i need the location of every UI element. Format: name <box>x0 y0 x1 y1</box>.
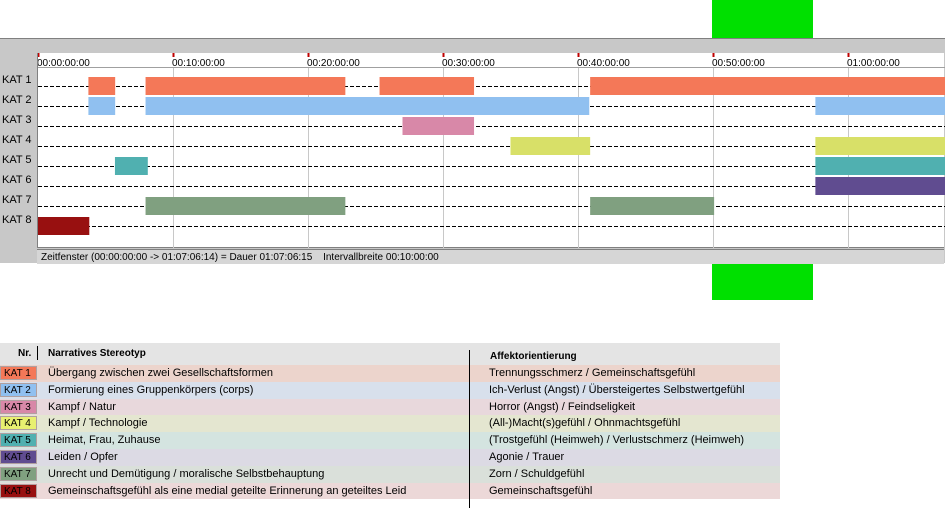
segment-kat-2 <box>815 97 945 115</box>
legend-affect: Trennungsschmerz / Gemeinschaftsgefühl <box>489 367 696 379</box>
legend-header-separator <box>37 346 38 360</box>
legend-narrative: Übergang zwischen zwei Gesellschaftsform… <box>48 367 273 379</box>
legend-badge: KAT 4 <box>0 416 37 431</box>
legend-header-affect: Affektorientierung <box>490 351 577 362</box>
legend-rows: KAT 1 Übergang zwischen zwei Gesellschaft… <box>0 365 780 500</box>
tick-label: 00:30:00:00 <box>442 58 495 69</box>
legend-affect: (Trostgefühl (Heimweh) / Verlustschmerz … <box>489 434 745 447</box>
legend-narrative: Leiden / Opfer <box>48 450 118 463</box>
legend-header-narrative: Narratives Stereotyp <box>48 348 146 359</box>
status-interval: Intervallbreite 00:10:00:00 <box>323 252 439 263</box>
legend-narrative: Kampf / Natur <box>48 400 116 413</box>
segment-kat-1 <box>88 77 116 95</box>
legend-row: KAT 3 Kampf / Natur Horror (Angst) / Feind… <box>0 398 780 416</box>
status-window: Zeitfenster (00:00:00:00 -> 01:07:06:14)… <box>41 252 313 263</box>
segment-kat-7 <box>590 197 715 215</box>
segment-kat-7 <box>145 197 346 215</box>
segment-kat-5 <box>815 157 945 175</box>
segment-kat-2 <box>88 97 116 115</box>
row-label-kat-4: KAT 4 <box>2 134 32 146</box>
legend-narrative: Gemeinschaftsgefühl als eine medial gete… <box>48 484 407 497</box>
legend-badge: KAT 1 <box>0 366 37 380</box>
legend-badge: KAT 5 <box>0 433 37 448</box>
legend-row: KAT 1 Übergang zwischen zwei Gesellschaft… <box>0 365 780 382</box>
row-label-kat-3: KAT 3 <box>2 114 32 126</box>
legend-badge: KAT 6 <box>0 449 37 464</box>
legend-narrative: Kampf / Technologie <box>48 417 148 430</box>
segment-kat-1 <box>590 77 945 95</box>
segment-kat-1 <box>145 77 346 95</box>
row-label-kat-7: KAT 7 <box>2 194 32 206</box>
legend-header-nr: Nr. <box>18 348 32 359</box>
timeline-svg: 00:00:00:00 00:10:00:00 00:20:00:00 00:30:0… <box>38 53 945 248</box>
legend-badge: KAT 2 <box>0 382 37 397</box>
legend-badge: KAT 8 <box>0 483 37 498</box>
segment-kat-5 <box>114 157 148 175</box>
legend-row: KAT 4 Kampf / Technologie (All-)Macht(s)ge… <box>0 415 780 433</box>
legend-narrative: Unrecht und Demütigung / moralische Selb… <box>48 467 325 480</box>
legend-affect: (All-)Macht(s)gefühl / Ohnmachtsgefühl <box>489 417 681 430</box>
segment-kat-8 <box>38 217 90 235</box>
legend-affect: Ich-Verlust (Angst) / Übersteigertes Sel… <box>489 383 745 396</box>
tick-label: 00:50:00:00 <box>712 58 765 69</box>
legend-row: KAT 2 Formierung eines Gruppenkörpers (co… <box>0 381 780 399</box>
segment-kat-4 <box>510 137 591 155</box>
legend-affect: Gemeinschaftsgefühl <box>489 484 593 497</box>
tick-label: 01:00:00:00 <box>847 58 900 69</box>
tick-label: 00:00:00:00 <box>38 58 90 69</box>
row-label-kat-1: KAT 1 <box>2 74 32 86</box>
segment-kat-2 <box>145 97 590 115</box>
segment-kat-4 <box>815 137 945 155</box>
row-label-kat-2: KAT 2 <box>2 94 32 106</box>
timeline-plot-area[interactable]: 00:00:00:00 00:10:00:00 00:20:00:00 00:30:0… <box>37 53 945 248</box>
legend-row: KAT 8 Gemeinschaftsgefühl als eine medial… <box>0 482 780 500</box>
legend-affect: Zorn / Schuldgefühl <box>489 467 585 480</box>
tick-label: 00:20:00:00 <box>307 58 360 69</box>
legend-badge: KAT 7 <box>0 466 37 481</box>
row-label-kat-6: KAT 6 <box>2 174 32 186</box>
legend-row: KAT 7 Unrecht und Demütigung / moralische… <box>0 465 780 483</box>
segment-kat-1 <box>379 77 475 95</box>
legend-row: KAT 5 Heimat, Frau, Zuhause (Trostgefühl (… <box>0 432 780 449</box>
legend-affect: Agonie / Trauer <box>489 450 565 463</box>
legend-row: KAT 6 Leiden / Opfer Agonie / Trauer <box>0 448 780 466</box>
legend-badge: KAT 3 <box>0 399 37 414</box>
row-label-kat-5: KAT 5 <box>2 154 32 166</box>
time-highlight-marker-top <box>712 0 814 39</box>
legend-header: Nr. Narratives Stereotyp Affektorientier… <box>0 343 780 365</box>
timeline-chart: KAT 1 KAT 2 KAT 3 KAT 4 KAT 5 KAT 6 KAT 7 KAT 8… <box>0 38 945 264</box>
row-label-kat-8: KAT 8 <box>2 214 32 226</box>
segment-kat-3 <box>402 117 475 135</box>
segment-kat-6 <box>815 177 945 195</box>
legend-column-divider <box>469 350 470 508</box>
legend-narrative: Formierung eines Gruppenkörpers (corps) <box>48 383 254 396</box>
time-highlight-marker-bottom <box>712 263 814 300</box>
tick-label: 00:40:00:00 <box>577 58 630 69</box>
legend-narrative: Heimat, Frau, Zuhause <box>48 434 161 447</box>
legend-table: Nr. Narratives Stereotyp Affektorientier… <box>0 343 780 508</box>
tick-label: 00:10:00:00 <box>172 58 225 69</box>
legend-affect: Horror (Angst) / Feindseligkeit <box>489 400 636 413</box>
status-bar: Zeitfenster (00:00:00:00 -> 01:07:06:14)… <box>37 249 944 264</box>
